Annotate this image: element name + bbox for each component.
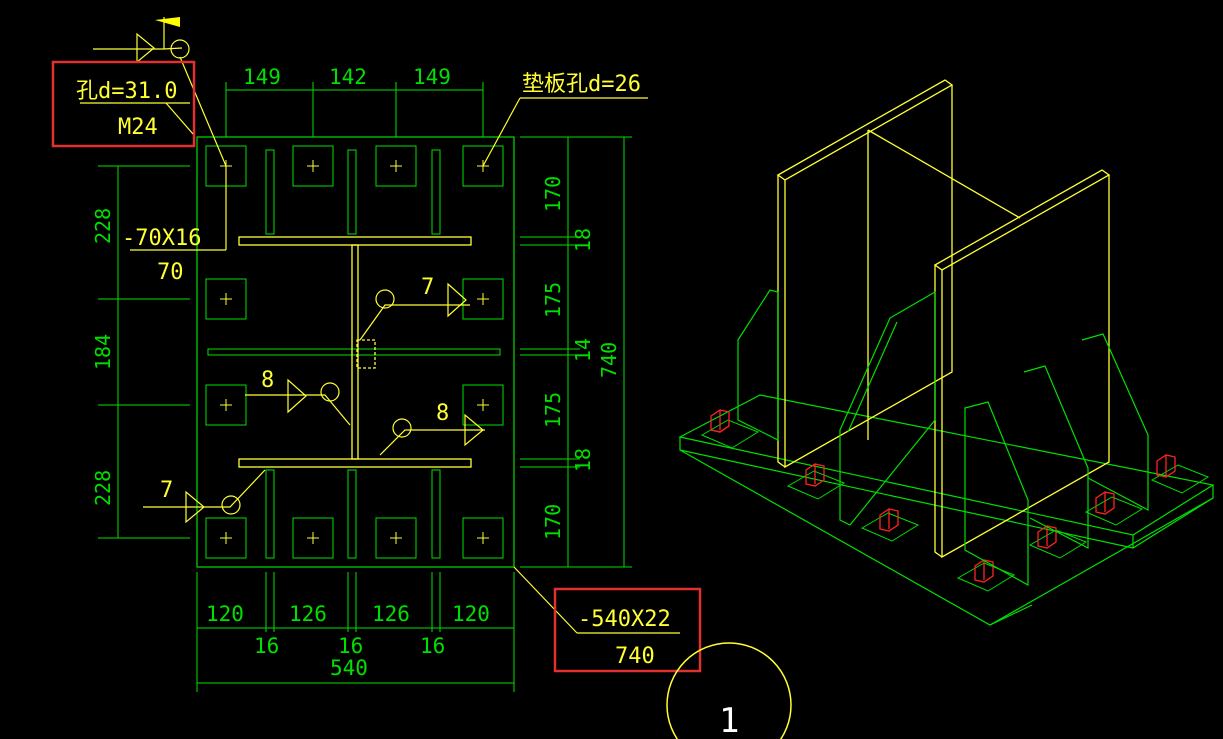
right-dim-1: 170 bbox=[541, 176, 565, 212]
top-dimension-lines bbox=[225, 82, 484, 137]
base-plate-plan: 7 8 8 7 149 142 149 垫板孔d=26 bbox=[51, 17, 702, 692]
left-dimension-lines bbox=[98, 165, 190, 539]
bolt-holes bbox=[205, 145, 504, 559]
right-dim-7: 170 bbox=[541, 504, 565, 540]
iso-h-column bbox=[776, 79, 1111, 559]
weld-size-labels: 7 8 8 7 bbox=[160, 275, 449, 503]
weld-size-4: 7 bbox=[160, 478, 173, 503]
bottom-dim-3: 126 bbox=[372, 602, 410, 626]
base-plate-outline bbox=[196, 136, 515, 568]
weld-size-1: 7 bbox=[421, 275, 434, 300]
leaders bbox=[80, 97, 680, 634]
iso-stiffeners bbox=[737, 289, 1149, 587]
rib-label: -70X16 bbox=[122, 226, 201, 251]
total-height-dim: 740 bbox=[597, 342, 621, 378]
shim-hole-note: 垫板孔d=26 bbox=[522, 72, 641, 97]
weld-size-3: 8 bbox=[436, 401, 449, 426]
h-column-section bbox=[238, 236, 472, 468]
stiffener-ribs bbox=[207, 149, 501, 559]
bottom-dim-4: 120 bbox=[452, 602, 490, 626]
weld-flag-symbol bbox=[93, 17, 227, 167]
right-dimension-lines bbox=[520, 136, 632, 568]
top-dim-1: 149 bbox=[243, 65, 281, 89]
total-width-dim: 540 bbox=[330, 656, 368, 680]
left-dim-1: 228 bbox=[91, 208, 115, 244]
hole-note-highlight bbox=[51, 60, 196, 148]
weld-size-2: 8 bbox=[261, 368, 274, 393]
bottom-small-dim-2: 16 bbox=[338, 634, 363, 658]
bottom-dim-1: 120 bbox=[206, 602, 244, 626]
bottom-small-dim-1: 16 bbox=[254, 634, 279, 658]
detail-number-marker: 1 bbox=[666, 642, 792, 739]
plate-length-note: 740 bbox=[615, 644, 655, 669]
detail-number: 1 bbox=[719, 701, 739, 739]
left-dim-3: 228 bbox=[91, 470, 115, 506]
right-dim-5: 175 bbox=[541, 392, 565, 428]
isometric-view bbox=[678, 79, 1215, 626]
plate-size-note: -540X22 bbox=[578, 607, 671, 632]
right-dim-3: 175 bbox=[541, 282, 565, 318]
hole-diameter-note: 孔d=31.0 bbox=[76, 79, 177, 104]
rib-sub-label: 70 bbox=[157, 260, 184, 285]
left-dim-2: 184 bbox=[91, 334, 115, 370]
bottom-dimension-lines bbox=[196, 572, 515, 692]
iso-base-plate bbox=[678, 394, 1215, 626]
top-dim-3: 149 bbox=[413, 65, 451, 89]
right-dim-6: 18 bbox=[571, 448, 595, 472]
bolt-size-note: M24 bbox=[118, 115, 158, 140]
hole-note-leader bbox=[165, 102, 194, 135]
bottom-small-dim-3: 16 bbox=[420, 634, 445, 658]
plate-note-highlight bbox=[553, 587, 702, 673]
weld-symbols bbox=[143, 282, 485, 524]
right-dim-4: 14 bbox=[571, 338, 595, 362]
top-dim-2: 142 bbox=[329, 65, 367, 89]
iso-bolt-pads bbox=[700, 419, 1210, 592]
bottom-dim-2: 126 bbox=[289, 602, 327, 626]
iso-bolts bbox=[710, 409, 1176, 583]
right-dim-2: 18 bbox=[571, 228, 595, 252]
